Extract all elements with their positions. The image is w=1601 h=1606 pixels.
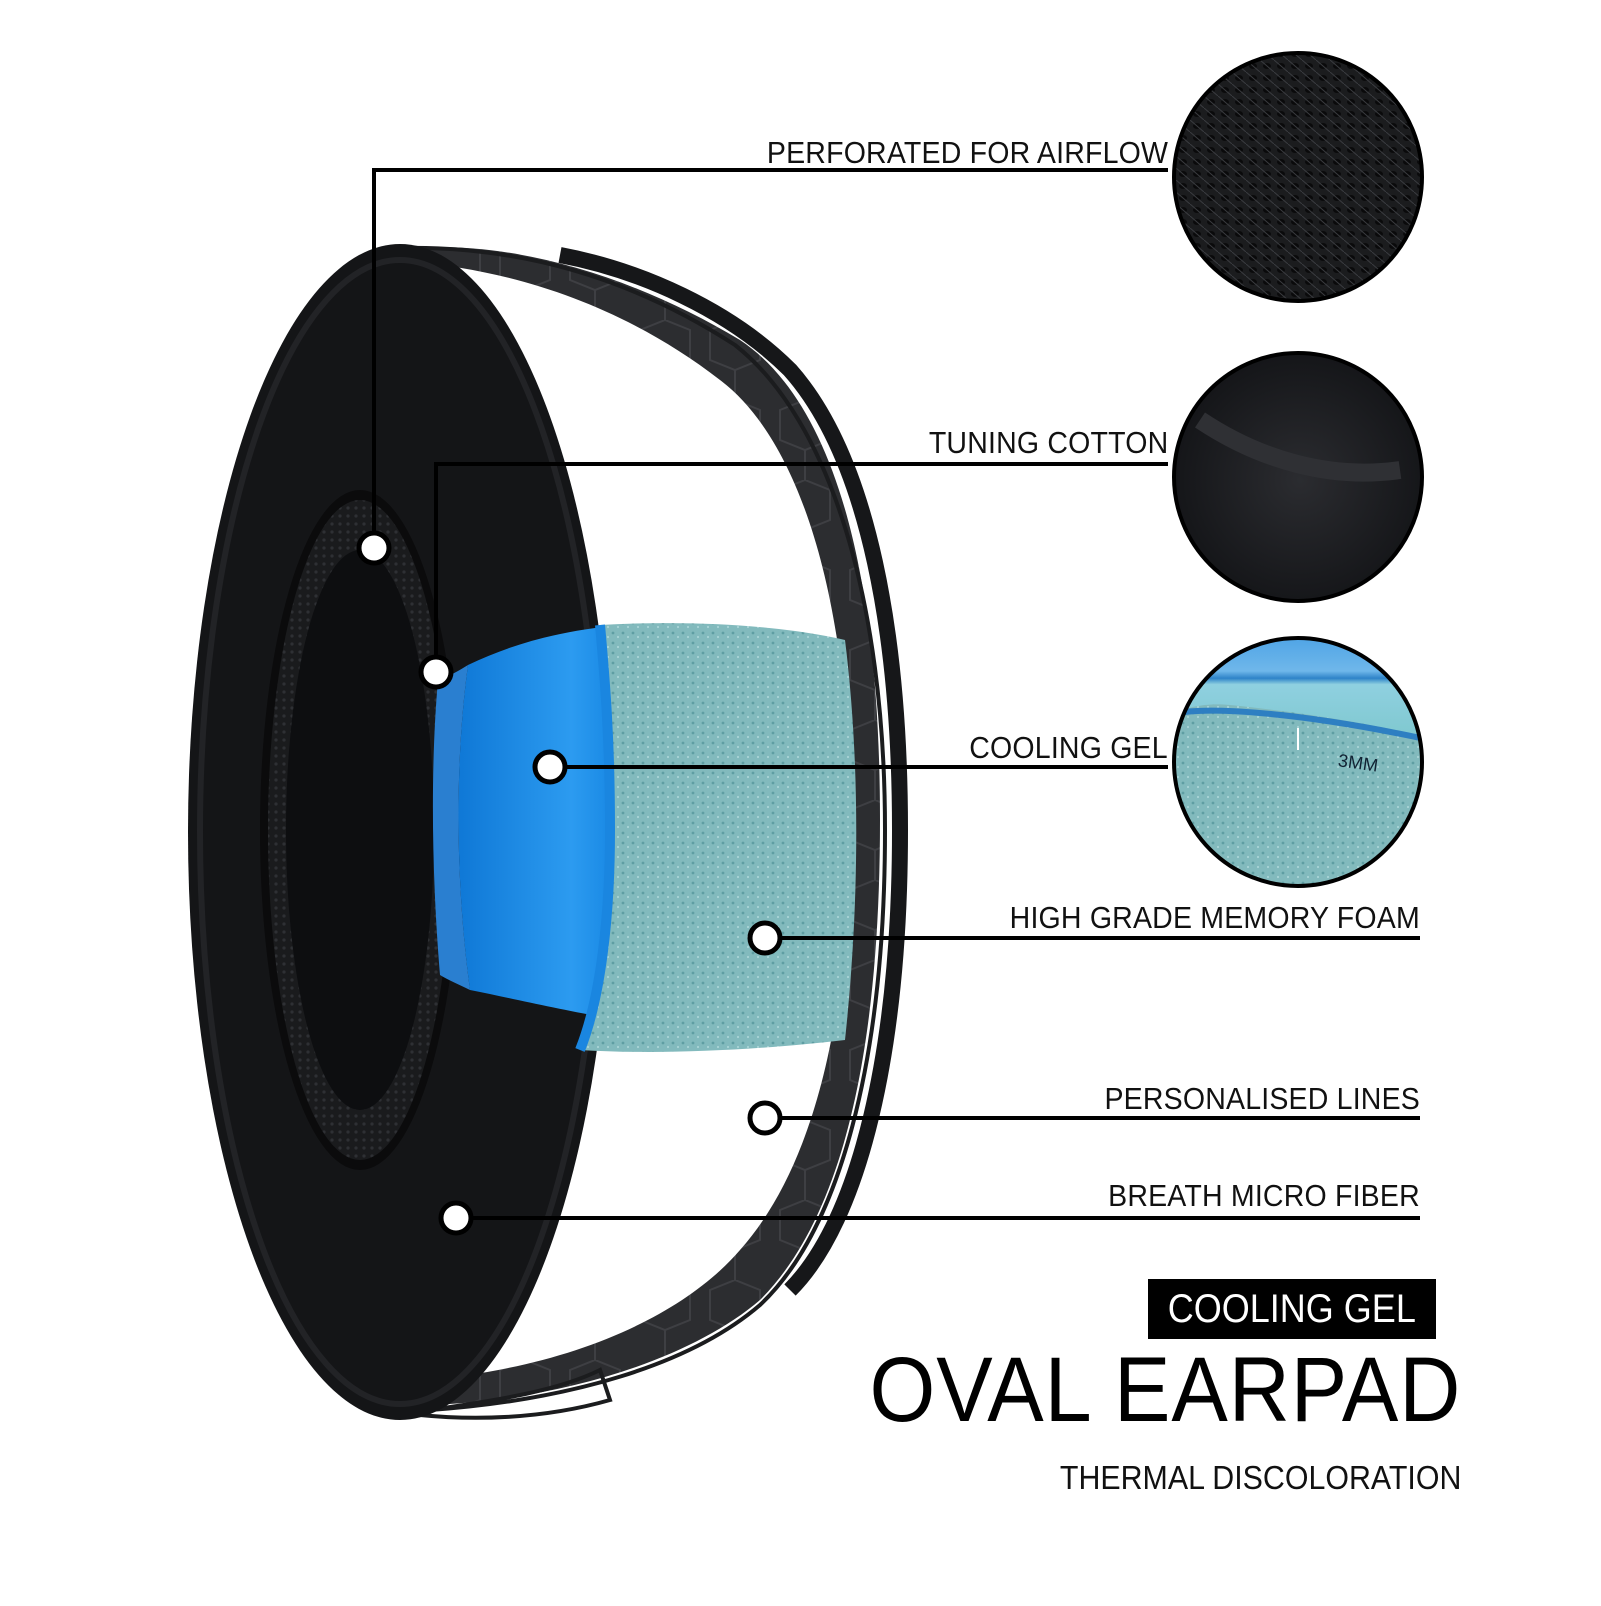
product-title: OVAL EARPAD xyxy=(869,1339,1461,1441)
callout-tuning-label: TUNING COTTON xyxy=(928,425,1168,460)
callout-lines-label: PERSONALISED LINES xyxy=(1104,1081,1420,1116)
leader-perforated xyxy=(372,168,1168,548)
marker-perforated xyxy=(356,530,392,566)
zoom-cooling-gel xyxy=(1172,636,1424,888)
callout-foam-label: HIGH GRADE MEMORY FOAM xyxy=(1009,900,1420,935)
marker-personalised-lines xyxy=(747,1100,783,1136)
callout-fiber-label: BREATH MICRO FIBER xyxy=(1108,1178,1420,1213)
product-subtitle: THERMAL DISCOLORATION xyxy=(1059,1459,1461,1496)
zoom-perforated xyxy=(1172,51,1424,303)
marker-foam xyxy=(747,920,783,956)
leader-tuning xyxy=(434,462,1168,672)
callout-gel-label: COOLING GEL xyxy=(969,730,1168,765)
markers xyxy=(356,530,783,1236)
marker-tuning xyxy=(418,654,454,690)
leader-lines xyxy=(372,168,1420,1220)
cross-section xyxy=(432,623,857,1052)
marker-fiber xyxy=(438,1200,474,1236)
cooling-gel-badge: COOLING GEL xyxy=(1148,1279,1436,1339)
earpad-front xyxy=(188,244,612,1420)
badge-text: COOLING GEL xyxy=(1167,1287,1417,1331)
callout-perforated-label: PERFORATED FOR AIRFLOW xyxy=(766,135,1168,170)
zoom-tuning-cotton xyxy=(1172,351,1424,603)
marker-gel xyxy=(532,749,568,785)
earpad-side-band xyxy=(402,245,909,1420)
